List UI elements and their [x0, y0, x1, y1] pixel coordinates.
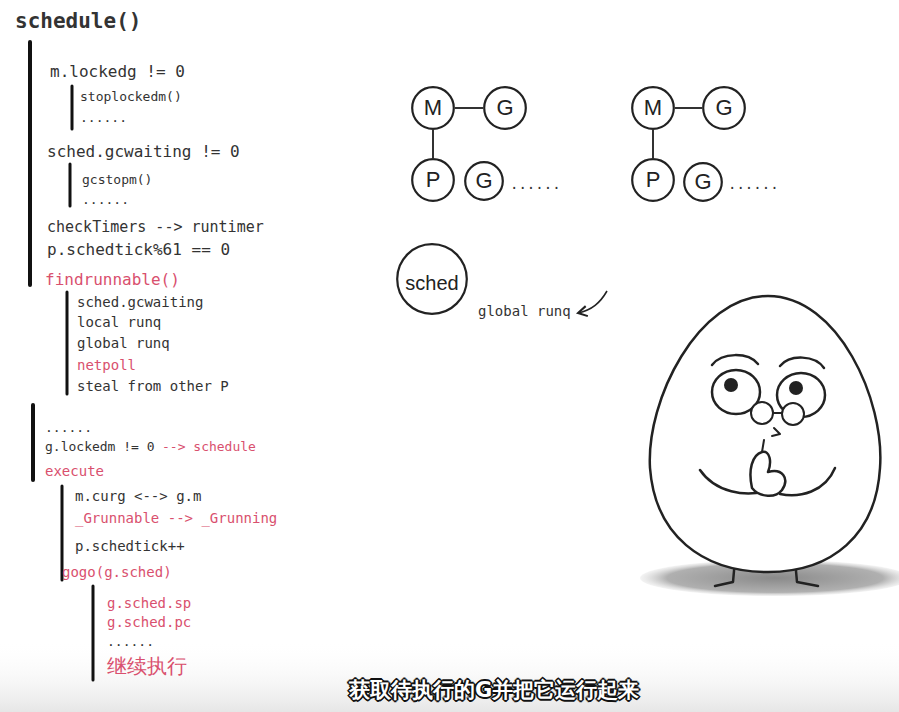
circle-text-holder: M: [411, 86, 455, 130]
circle-label: M: [644, 95, 662, 121]
gmp-circle: M: [631, 86, 675, 130]
gmp-circle: G: [683, 162, 723, 202]
gmp-circle: G: [483, 86, 527, 130]
subtitle-caption: 获取待执行的G并把它运行起来: [349, 676, 639, 704]
code-label: g.lockedm != 0: [45, 439, 155, 455]
code-label: netpoll: [77, 357, 136, 374]
scheduler-circle: sched: [396, 243, 468, 315]
gmp-circle: P: [631, 158, 675, 202]
code-label: execute: [45, 463, 104, 480]
code-label: global runq: [77, 335, 170, 352]
code-label: schedule(): [15, 9, 141, 34]
code-label: ......: [107, 634, 154, 650]
circle-text-holder: G: [464, 161, 504, 201]
code-label: stoplockedm(): [80, 89, 182, 105]
code-label: sched.gcwaiting != 0: [47, 142, 240, 161]
link-line: [432, 130, 434, 158]
circle-label: G: [715, 95, 732, 121]
code-label: steal from other P: [77, 378, 229, 395]
egg-character: [640, 296, 899, 596]
code-label: m.lockedg != 0: [50, 62, 185, 81]
link-line: [455, 107, 483, 109]
code-label: gcstopm(): [82, 172, 152, 188]
circle-label: G: [694, 169, 711, 195]
code-label: local runq: [77, 314, 161, 331]
circle-text-holder: G: [483, 86, 527, 130]
link-line: [652, 130, 654, 158]
gmp-circle: M: [411, 86, 455, 130]
code-label: 继续执行: [107, 654, 187, 678]
code-label: findrunnable(): [45, 270, 180, 289]
code-label: g.sched.pc: [107, 614, 191, 631]
code-label: ......: [510, 176, 561, 193]
code-label: p.schedtick%61 == 0: [47, 240, 230, 259]
circle-text-holder: P: [411, 158, 455, 202]
code-label: ......: [728, 176, 779, 193]
code-label: ......: [82, 192, 129, 208]
circle-label: P: [646, 167, 661, 193]
code-label: g.sched.sp: [107, 595, 191, 612]
code-label: checkTimers --> runtimer: [47, 218, 264, 236]
code-label: m.curg <--> g.m: [75, 488, 201, 505]
code-label: gogo(g.sched): [62, 564, 172, 581]
gmp-circle: P: [411, 158, 455, 202]
caption-band: [0, 640, 899, 712]
circle-text-holder: G: [683, 162, 723, 202]
circle-text-holder: M: [631, 86, 675, 130]
code-label: --> schedule: [162, 439, 256, 455]
code-label: sched.gcwaiting: [77, 294, 203, 311]
circle-label: G: [496, 95, 513, 121]
leader-arrow: [578, 291, 607, 313]
circle-text-holder: sched: [396, 243, 468, 315]
gmp-circle: G: [464, 161, 504, 201]
code-label: ......: [45, 420, 92, 436]
circle-label: P: [426, 167, 441, 193]
circle-text-holder: P: [631, 158, 675, 202]
code-label: p.schedtick++: [75, 538, 185, 555]
circle-label: G: [475, 168, 492, 194]
link-line: [675, 107, 702, 109]
code-label: global runq: [478, 303, 571, 320]
code-label: _Grunnable --> _Grunning: [75, 510, 277, 527]
code-label: ......: [80, 110, 127, 126]
circle-label: sched: [405, 264, 458, 295]
circle-label: M: [424, 95, 442, 121]
gmp-circle: G: [702, 86, 746, 130]
circle-text-holder: G: [702, 86, 746, 130]
